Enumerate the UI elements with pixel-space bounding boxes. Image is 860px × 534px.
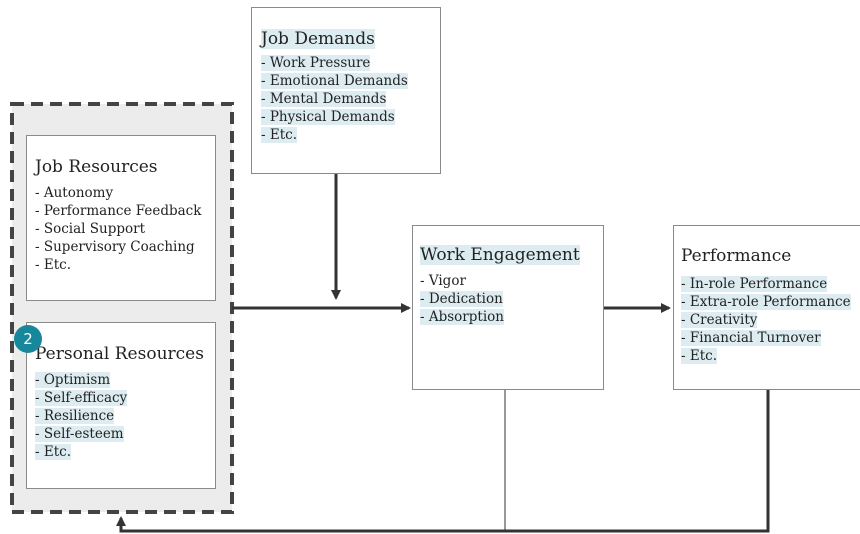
step-badge: 2 xyxy=(14,325,42,353)
job-resources-list: - Autonomy - Performance Feedback - Soci… xyxy=(35,184,215,274)
list-item: - Physical Demands xyxy=(261,109,395,125)
list-item: - Resilience xyxy=(35,408,115,424)
list-item: - Financial Turnover xyxy=(681,330,821,346)
feedback-loop xyxy=(116,390,770,533)
list-item: - In-role Performance xyxy=(681,276,828,292)
work-engagement-list: - Vigor - Dedication - Absorption xyxy=(420,272,603,326)
list-item: - Work Pressure xyxy=(261,55,371,71)
job-resources-title: Job Resources xyxy=(35,157,158,177)
list-item: - Self-esteem xyxy=(35,426,124,442)
job-demands-box: Job Demands - Work Pressure - Emotional … xyxy=(251,7,441,174)
performance-title: Performance xyxy=(681,246,792,266)
personal-resources-title: Personal Resources xyxy=(35,344,204,364)
list-item: - Supervisory Coaching xyxy=(35,239,195,255)
list-item: - Etc. xyxy=(35,444,71,460)
list-item: - Performance Feedback xyxy=(35,203,202,219)
list-item: - Etc. xyxy=(681,348,717,364)
job-demands-list: - Work Pressure - Emotional Demands - Me… xyxy=(261,54,440,144)
list-item: - Mental Demands xyxy=(261,91,387,107)
performance-list: - In-role Performance - Extra-role Perfo… xyxy=(681,275,860,365)
list-item: - Social Support xyxy=(35,221,145,237)
list-item: - Emotional Demands xyxy=(261,73,408,89)
work-engagement-title: Work Engagement xyxy=(420,245,580,265)
personal-resources-list: - Optimism - Self-efficacy - Resilience … xyxy=(35,371,215,461)
list-item: - Vigor xyxy=(420,273,466,289)
work-engagement-box: Work Engagement - Vigor - Dedication - A… xyxy=(412,225,604,390)
list-item: - Absorption xyxy=(420,309,504,325)
job-demands-title: Job Demands xyxy=(261,29,375,49)
personal-resources-box: Personal Resources - Optimism - Self-eff… xyxy=(26,322,216,489)
list-item: - Etc. xyxy=(35,257,71,273)
job-resources-box: Job Resources - Autonomy - Performance F… xyxy=(26,135,216,301)
list-item: - Etc. xyxy=(261,127,297,143)
list-item: - Creativity xyxy=(681,312,758,328)
list-item: - Autonomy xyxy=(35,185,114,201)
performance-box: Performance - In-role Performance - Extr… xyxy=(673,225,860,390)
list-item: - Dedication xyxy=(420,291,503,307)
list-item: - Extra-role Performance xyxy=(681,294,851,310)
list-item: - Self-efficacy xyxy=(35,390,128,406)
list-item: - Optimism xyxy=(35,372,111,388)
